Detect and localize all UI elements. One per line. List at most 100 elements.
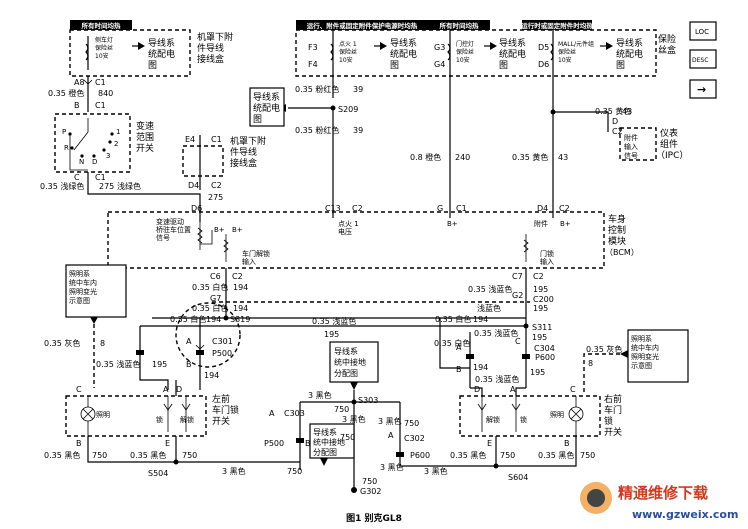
- left-switch-label-a: 左前: [212, 393, 230, 405]
- illum-label-right: 照明: [550, 411, 564, 419]
- wire-8-color-b: 0.35 灰色: [586, 344, 622, 354]
- pin-c2-d: C2: [232, 272, 243, 281]
- pin-e4: E4: [185, 135, 195, 144]
- pin-f4: F4: [308, 60, 318, 69]
- svg-text:开关: 开关: [212, 415, 230, 427]
- sw-pos-r: R: [64, 144, 69, 152]
- wire-195-color-h: 0.35 浅蓝色: [475, 374, 519, 384]
- ground-g302: G302: [360, 487, 381, 496]
- wire-750-num-d: 750: [334, 405, 349, 414]
- ign1-fuse-sub: 保险丝: [339, 48, 357, 56]
- splice-s604: S604: [508, 473, 528, 482]
- selector-switch-label-1: 变速: [136, 120, 154, 132]
- loc-button[interactable]: [689, 21, 717, 41]
- pin-a-right: A: [456, 343, 462, 352]
- wire-194-num-d: 194: [473, 315, 488, 324]
- sw-pos-3: 3: [106, 152, 110, 160]
- always-hot-tag-1: [70, 20, 132, 30]
- svg-text:统中车内: 统中车内: [69, 278, 97, 287]
- side-lamp-fuse-name: 侧车灯: [95, 36, 113, 44]
- svg-text:输入: 输入: [242, 257, 256, 266]
- right-door-switch-box: [459, 395, 601, 437]
- pin-d-ipc: D: [612, 117, 618, 126]
- wire-195-num-g: 195: [530, 368, 545, 377]
- wire-195-num-e: 195: [152, 360, 167, 369]
- next-button[interactable]: [689, 79, 717, 99]
- wire-195-color-a: 0.35 浅蓝色: [468, 284, 512, 294]
- svg-text:图: 图: [148, 60, 157, 71]
- wiring-system-ref-1a: 导线系: [148, 37, 175, 49]
- wire-275-color: 0.35 浅绿色: [40, 181, 84, 191]
- run-acc-tag-2: [522, 20, 592, 30]
- wire-195-color-c: 0.35 浅蓝色: [312, 316, 356, 326]
- svg-text:信号: 信号: [156, 233, 170, 242]
- loc-button-label: LOC: [695, 28, 709, 36]
- sw-pos-2: 2: [114, 140, 118, 148]
- pin-c-right: C: [515, 337, 521, 346]
- svg-text:模块: 模块: [608, 235, 626, 247]
- lock-label-right: 锁: [520, 415, 527, 424]
- sw-pos-p: P: [62, 128, 66, 136]
- door-lock-fuse-amp: 10安: [456, 56, 470, 64]
- wire-194-color-a: 0.35 白色: [192, 282, 228, 292]
- wire-750-color-i: 0.35 黑色: [538, 450, 574, 460]
- watermark-url: www.gzweix.com: [632, 508, 738, 521]
- svg-text:分配图: 分配图: [334, 369, 358, 378]
- wire-750-num-e: 750: [340, 433, 355, 442]
- pin-a-sw-right: A: [510, 385, 516, 394]
- wire-275-num-b: 275: [208, 193, 223, 202]
- pin-p600: P600: [535, 353, 555, 362]
- wire-750-color-c: 3 黑色: [222, 466, 246, 476]
- figure-caption: 图1 别克GL8: [346, 512, 402, 524]
- pin-d5: D5: [538, 43, 549, 52]
- svg-text:范围: 范围: [136, 131, 154, 143]
- bplus-1: B+: [214, 226, 225, 234]
- bplus-4: B+: [232, 226, 243, 234]
- wire-39-num-a: 39: [353, 85, 363, 94]
- sw-pos-d: D: [92, 158, 97, 166]
- pin-c-sw-left: C: [76, 385, 82, 394]
- wire-194-num-a: 194: [233, 283, 248, 292]
- mall-fuse-name: MALL/元件组: [558, 40, 594, 48]
- wire-39-color-b: 0.35 粉红色: [295, 125, 339, 135]
- always-hot-label-1: 所有时间均热: [82, 21, 122, 30]
- pin-p600-b: P600: [410, 451, 430, 460]
- desc-button-label: DESC: [692, 57, 708, 64]
- mall-fuse-sub: 保险丝: [558, 48, 576, 56]
- pin-c303: C303: [284, 409, 305, 418]
- ground-dist-ref-1: 导线系: [334, 346, 358, 356]
- pin-a-c303: A: [269, 409, 275, 418]
- pin-c304: C304: [534, 344, 555, 353]
- wire-195-color-e: 0.35 浅蓝色: [96, 359, 140, 369]
- wire-240-num: 240: [455, 153, 470, 162]
- wire-194-num-b: 194: [233, 304, 248, 313]
- wiring-system-ref-2: 导线系: [390, 37, 417, 49]
- lighting-left-a: 照明系: [69, 269, 90, 278]
- bplus-2: B+: [447, 220, 458, 228]
- wire-750-color-g: 3 黑色: [380, 462, 404, 472]
- wire-750-color-d: 3 黑色: [308, 390, 332, 400]
- svg-text:锁: 锁: [604, 415, 613, 427]
- splice-s319: S319: [230, 315, 250, 324]
- ground-dist-box-2: [309, 423, 355, 459]
- run-acc-label-1: 运行、附件或固定附件保护电源时均热: [307, 21, 418, 30]
- side-lamp-fuse-sub: 保险丝: [95, 44, 113, 52]
- wire-8-num-a: 8: [100, 339, 105, 348]
- ground-dist-ref-2: 导线系: [313, 427, 337, 437]
- wire-750-color-j: 3 黑色: [424, 466, 448, 476]
- wire-750-num-c: 750: [287, 467, 302, 476]
- pin-c2: C2: [211, 181, 222, 190]
- bcm-unlock-a: 车门解锁: [242, 249, 270, 258]
- pin-c1-b: C1: [95, 101, 106, 110]
- unlock-label-right: 解锁: [486, 415, 500, 424]
- svg-text:（BCM）: （BCM）: [605, 248, 639, 257]
- pin-d4-b: D4: [537, 204, 548, 213]
- selector-switch-box: [54, 113, 131, 173]
- pin-c1-a: C1: [95, 78, 106, 87]
- wire-195-num-b: 195: [533, 304, 548, 313]
- wire-194-color-c: 0.35 白色: [170, 314, 206, 324]
- svg-text:信号: 信号: [624, 151, 638, 160]
- pin-c2-b: C2: [352, 204, 363, 213]
- desc-button[interactable]: [689, 49, 717, 69]
